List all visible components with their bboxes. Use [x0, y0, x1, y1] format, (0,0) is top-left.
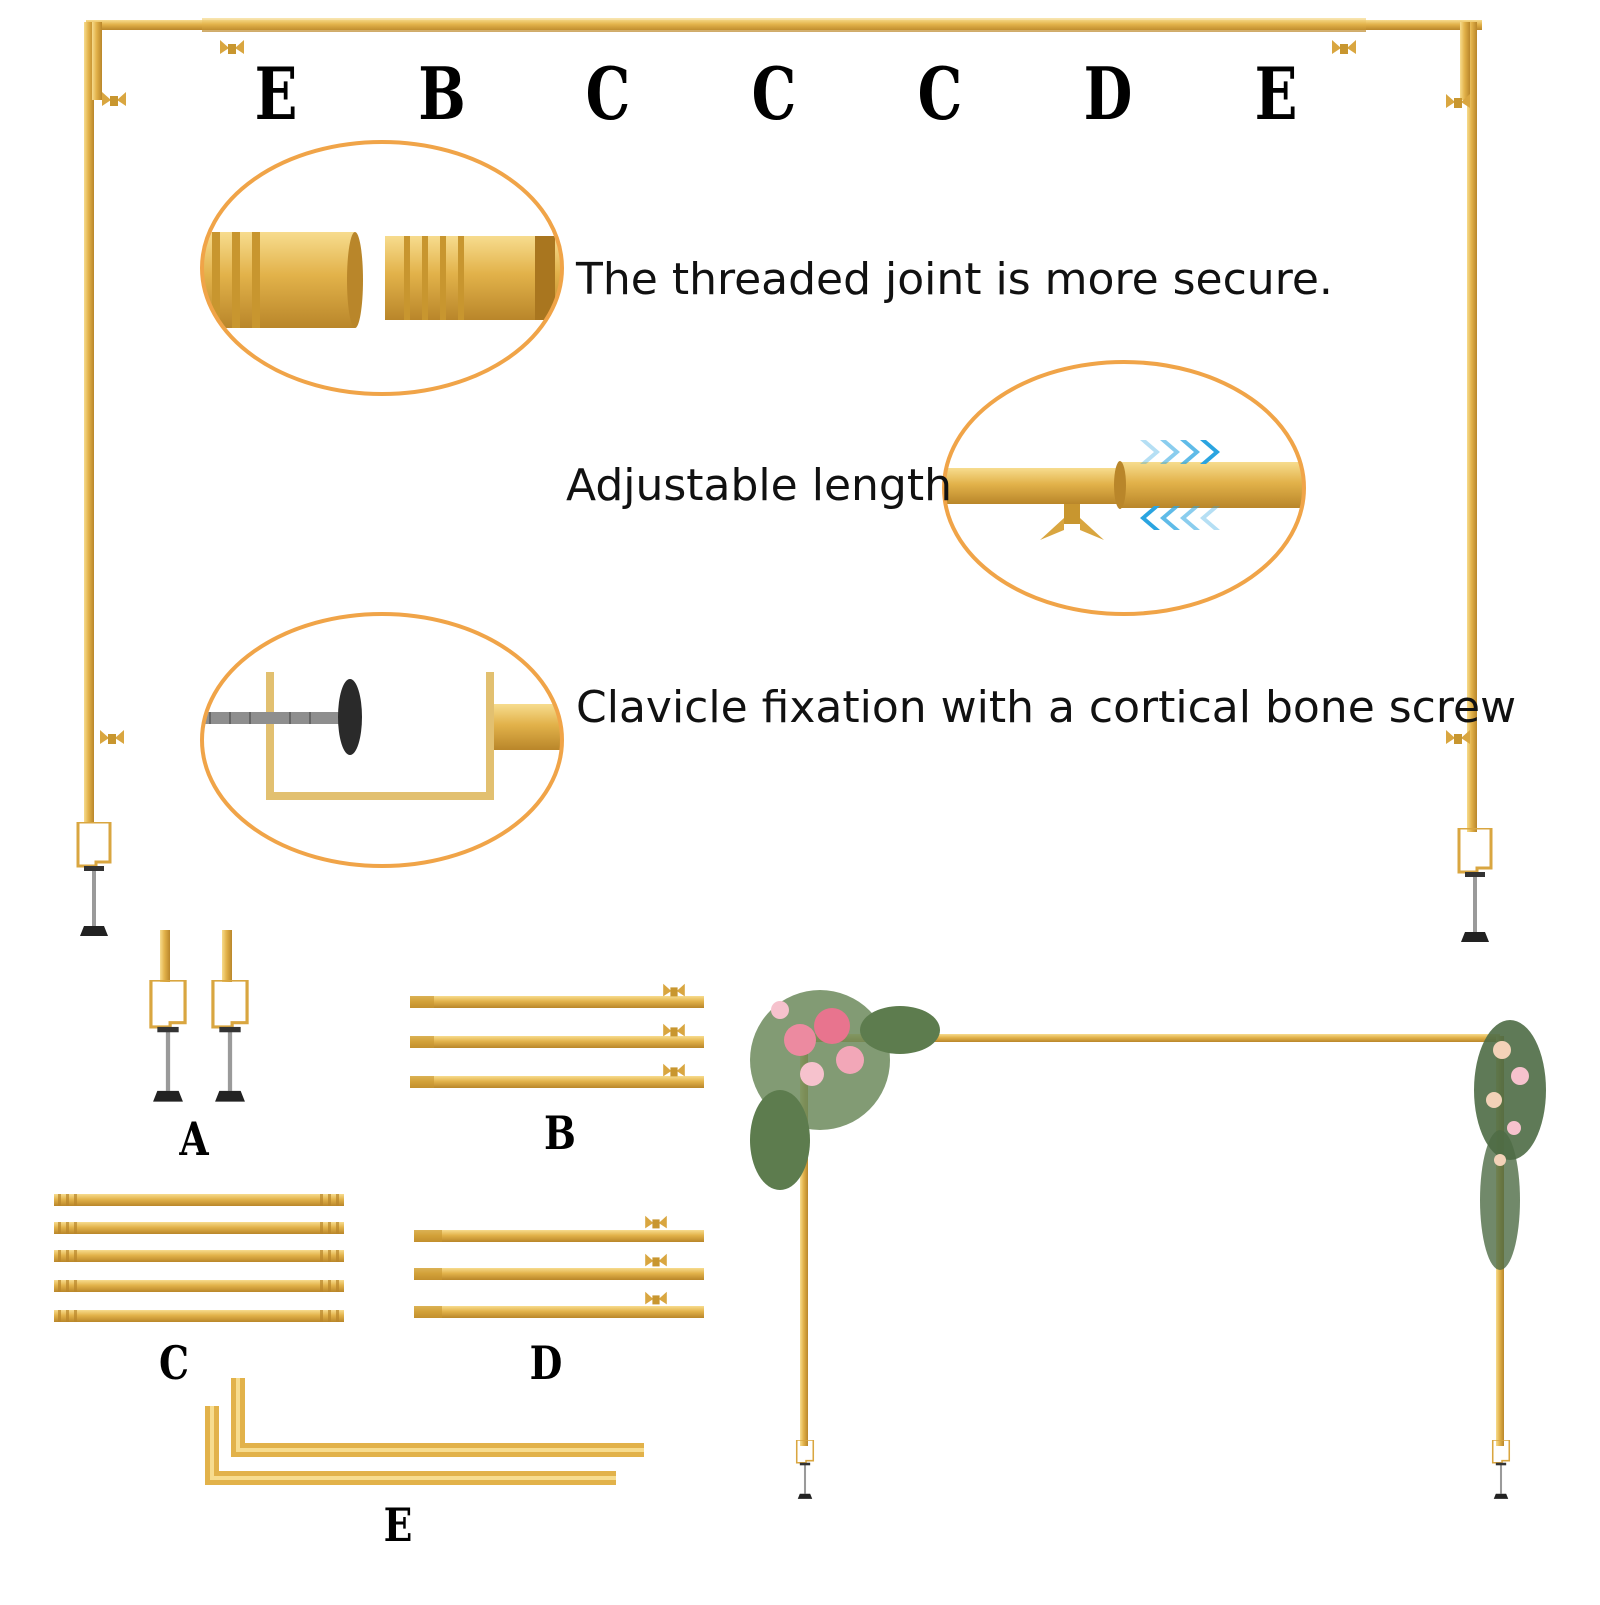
assembled-frame: [76, 18, 1493, 944]
clamp-callout: [200, 612, 564, 868]
clamp-base-closeup-icon: [202, 672, 562, 800]
wing-nut-icon: [100, 730, 124, 744]
part-a-item: [149, 930, 249, 1104]
segment-label: E: [254, 51, 298, 136]
adjustable-length-closeup-icon: [944, 440, 1304, 540]
part-e-item: [205, 1378, 644, 1485]
part-label-d: D: [529, 1336, 563, 1390]
part-b-item: [410, 983, 704, 1088]
segment-label: E: [1254, 51, 1298, 136]
right-post: [1467, 22, 1477, 832]
part-label-c: C: [158, 1336, 190, 1390]
wing-nut-icon: [220, 40, 244, 54]
adjustable-length-callout: [942, 360, 1306, 616]
threaded-joint-callout: [200, 140, 564, 396]
wing-nut-icon: [1332, 40, 1356, 54]
callout-outline: [200, 140, 564, 396]
segment-label: C: [751, 51, 797, 136]
clamp-icon: [1491, 1440, 1511, 1501]
segment-label: C: [585, 51, 631, 136]
segment-label: B: [418, 51, 466, 136]
right-post-sleeve: [1460, 22, 1470, 100]
retract-arrows-icon: [1140, 506, 1220, 530]
segment-label: C: [917, 51, 963, 136]
segment-label: D: [1083, 51, 1133, 136]
part-label-b: B: [544, 1106, 576, 1160]
clamp-icon: [795, 1440, 815, 1501]
feature-caption-adjustable-length: Adjustable length: [566, 460, 952, 511]
decorated-frame: [750, 990, 1546, 1501]
part-d-item: [414, 1215, 704, 1318]
feature-caption-threaded-joint: The threaded joint is more secure.: [576, 254, 1333, 305]
part-c-item: [54, 1194, 344, 1322]
part-label-a: A: [179, 1112, 209, 1166]
threaded-joint-closeup-icon: [202, 232, 560, 328]
top-bar-sleeve: [202, 18, 1366, 32]
left-post-sleeve: [92, 22, 102, 100]
clamp-icon: [149, 980, 187, 1104]
feature-caption-clamp: Clavicle fixation with a cortical bone s…: [576, 682, 1517, 733]
floral-arrangement-right-icon: [1474, 1020, 1546, 1270]
part-label-e: E: [383, 1498, 413, 1552]
right-clamp-icon: [1457, 828, 1493, 944]
callout-outline: [200, 612, 564, 868]
left-post: [84, 22, 94, 822]
floral-arrangement-left-icon: [750, 990, 940, 1190]
wing-nut-icon: [102, 92, 126, 106]
clamp-icon: [211, 980, 249, 1104]
callout-outline: [942, 360, 1306, 616]
left-clamp-icon: [76, 822, 112, 938]
extend-arrows-icon: [1140, 440, 1220, 464]
